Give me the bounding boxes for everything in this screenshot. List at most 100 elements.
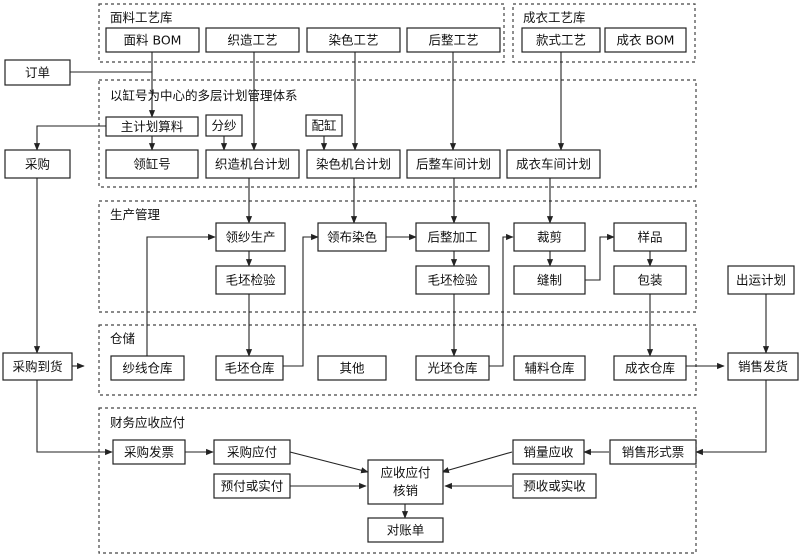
edge-sewing-to-sample — [585, 233, 615, 281]
node-packing: 包装 — [613, 265, 687, 295]
node-sales-delivery: 销售发货 — [727, 352, 799, 381]
node-prereceived-received: 预收或实收 — [512, 473, 597, 499]
node-label-prepaid-paid: 预付或实付 — [221, 479, 284, 494]
node-prepaid-paid: 预付或实付 — [213, 473, 291, 499]
node-ar-ap-writeoff: 应收应付 核销 — [367, 459, 444, 505]
node-other: 其他 — [317, 355, 387, 381]
node-label-weaving-machine-plan: 织造机台计划 — [215, 157, 290, 172]
node-label-sales-delivery: 销售发货 — [738, 359, 788, 374]
node-label-cloth-dyeing: 领布染色 — [327, 230, 378, 245]
node-label-garment-bom: 成衣 BOM — [617, 33, 675, 48]
node-purchase-arrival: 采购到货 — [2, 352, 73, 381]
node-label-purchase: 采购 — [25, 157, 50, 172]
node-label-purchase-payable: 采购应付 — [227, 445, 277, 460]
node-master-plan: 主计划算料 — [105, 116, 199, 137]
node-shipping-plan: 出运计划 — [727, 265, 795, 295]
node-get-vat-no: 领缸号 — [105, 149, 199, 179]
node-label-ar-ap-writeoff-line1: 应收应付 — [380, 465, 430, 480]
node-order: 订单 — [4, 59, 71, 86]
node-weaving-process: 织造工艺 — [205, 27, 300, 53]
edge-arrival-to-purchase-invoice — [36, 380, 113, 456]
node-label-yarn-warehouse: 纱线仓库 — [122, 361, 172, 376]
edge-payable-to-writeoff — [289, 451, 369, 474]
node-greige-inspect-2: 毛坯检验 — [415, 265, 490, 295]
node-label-finishing-process: 后整工艺 — [428, 33, 478, 48]
node-finished-fabric-warehouse: 光坯仓库 — [415, 355, 490, 381]
node-style-process: 款式工艺 — [521, 27, 601, 53]
node-label-ar-ap-writeoff-line2: 核销 — [393, 483, 418, 498]
node-greige-inspect-1: 毛坯检验 — [215, 265, 286, 295]
node-reconciliation: 对账单 — [367, 517, 444, 543]
node-label-greige-inspect-2: 毛坯检验 — [427, 273, 478, 288]
node-purchase: 采购 — [4, 149, 71, 179]
node-finishing-process: 后整工艺 — [406, 27, 501, 53]
edge-yarn-warehouse-to-production — [146, 233, 216, 356]
region-garment-process-library: 成衣工艺库 — [512, 3, 696, 63]
edge-receivable-to-writeoff — [441, 451, 513, 474]
node-label-other: 其他 — [339, 361, 365, 376]
node-label-fabric-bom: 面料 BOM — [124, 33, 182, 48]
region-title-finance: 财务应收应付 — [110, 415, 185, 430]
edge-master-plan-to-purchase — [33, 125, 106, 151]
region-title-fabric-process-library: 面料工艺库 — [110, 10, 173, 25]
node-sales-invoice: 销售形式票 — [609, 439, 697, 465]
node-garment-bom: 成衣 BOM — [604, 27, 687, 53]
node-dyeing-machine-plan: 染色机台计划 — [306, 149, 401, 179]
region-title-warehouse: 仓储 — [110, 331, 135, 346]
node-greige-warehouse: 毛坯仓库 — [215, 355, 284, 381]
node-yarn-split: 分纱 — [205, 114, 243, 137]
node-finishing-workshop-plan: 后整车间计划 — [406, 149, 501, 179]
node-label-finishing-processing: 后整加工 — [427, 230, 477, 245]
region-title-production-management: 生产管理 — [110, 207, 161, 222]
node-label-sewing: 缝制 — [537, 273, 562, 288]
node-label-finished-fabric-warehouse: 光坯仓库 — [427, 361, 477, 376]
node-sales-receivable: 销量应收 — [512, 439, 585, 465]
region-title-planning-system: 以缸号为中心的多层计划管理体系 — [110, 88, 298, 103]
node-label-master-plan: 主计划算料 — [121, 119, 184, 134]
node-label-dyeing-process: 染色工艺 — [328, 33, 378, 48]
node-dyeing-process: 染色工艺 — [306, 27, 401, 53]
node-purchase-payable: 采购应付 — [213, 439, 291, 465]
node-label-accessory-warehouse: 辅料仓库 — [524, 361, 574, 376]
node-purchase-invoice: 采购发票 — [112, 439, 186, 465]
node-label-style-process: 款式工艺 — [536, 33, 586, 48]
node-label-greige-inspect-1: 毛坯检验 — [225, 273, 276, 288]
node-sample: 样品 — [613, 222, 687, 252]
node-label-sales-invoice: 销售形式票 — [622, 445, 685, 460]
node-label-garment-workshop-plan: 成衣车间计划 — [516, 157, 591, 172]
node-accessory-warehouse: 辅料仓库 — [513, 355, 586, 381]
node-label-weaving-process: 织造工艺 — [227, 33, 277, 48]
node-label-sample: 样品 — [637, 230, 662, 245]
node-yarn-warehouse: 纱线仓库 — [110, 355, 185, 381]
node-label-reconciliation: 对账单 — [387, 523, 425, 538]
region-warehouse: 仓储 — [98, 324, 697, 396]
node-label-greige-warehouse: 毛坯仓库 — [224, 361, 274, 376]
node-finishing-processing: 后整加工 — [415, 222, 490, 252]
edge-delivery-to-sales-invoice — [695, 380, 767, 456]
edge-finished-warehouse-to-cutting — [489, 233, 514, 367]
edges — [33, 52, 770, 519]
node-label-garment-warehouse: 成衣仓库 — [625, 361, 675, 376]
node-label-dyeing-machine-plan: 染色机台计划 — [316, 157, 391, 172]
node-label-prereceived-received: 预收或实收 — [523, 479, 586, 494]
node-label-sales-receivable: 销量应收 — [523, 445, 574, 460]
node-cutting: 裁剪 — [513, 222, 586, 252]
node-garment-warehouse: 成衣仓库 — [613, 355, 687, 381]
node-label-cutting: 裁剪 — [537, 230, 562, 245]
node-fabric-bom: 面料 BOM — [105, 27, 200, 53]
node-label-vat-assign: 配缸 — [311, 118, 336, 133]
region-production-management: 生产管理 — [98, 200, 697, 313]
node-yarn-production: 领纱生产 — [215, 222, 286, 252]
nodes: 面料 BOM 织造工艺 染色工艺 后整工艺 款式工艺 成衣 BOM 订单 主计划… — [2, 27, 799, 543]
node-label-shipping-plan: 出运计划 — [736, 273, 786, 288]
node-label-yarn-production: 领纱生产 — [225, 230, 275, 245]
region-planning-system: 以缸号为中心的多层计划管理体系 — [98, 79, 697, 188]
node-label-get-vat-no: 领缸号 — [133, 157, 171, 172]
node-cloth-dyeing: 领布染色 — [317, 222, 387, 252]
node-label-packing: 包装 — [637, 273, 662, 288]
region-finance: 财务应收应付 — [98, 407, 697, 554]
edge-greige-warehouse-to-cloth-dyeing — [283, 233, 319, 367]
node-label-order: 订单 — [25, 65, 50, 80]
